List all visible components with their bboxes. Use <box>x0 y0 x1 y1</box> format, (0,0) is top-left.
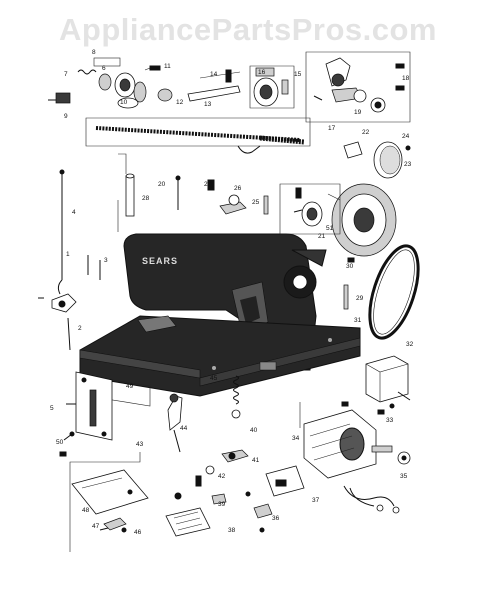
callout-6: 6 <box>102 65 106 72</box>
callout-18: 18 <box>402 75 410 82</box>
tension-assembly <box>77 57 295 109</box>
callout-31: 31 <box>354 317 362 324</box>
callout-41: 41 <box>252 457 260 464</box>
callout-46: 46 <box>134 529 142 536</box>
machine-brand-label: SEARS <box>142 256 178 266</box>
callout-30: 30 <box>346 263 354 270</box>
callout-17: 17 <box>328 125 336 132</box>
lift-parts <box>205 375 249 475</box>
callout-25: 25 <box>252 199 260 206</box>
screws <box>59 401 385 457</box>
upper-small-parts <box>118 153 302 217</box>
callout-16: 16 <box>258 69 266 76</box>
callout-28: 28 <box>142 195 150 202</box>
callout-11: 11 <box>164 63 171 70</box>
callout-37: 37 <box>312 497 320 504</box>
callout-47: 47 <box>92 523 100 530</box>
part-9 <box>48 92 71 104</box>
motor-assembly <box>245 402 411 533</box>
face-plate-49 <box>63 371 113 441</box>
callout-5: 5 <box>50 405 54 412</box>
part-44 <box>167 393 183 453</box>
callout-26: 26 <box>234 185 242 192</box>
callout-39: 39 <box>218 501 226 508</box>
callout-1: 1 <box>66 251 70 258</box>
callout-35: 35 <box>400 473 408 480</box>
callout-14: 14 <box>210 71 218 78</box>
callout-36: 36 <box>272 515 280 522</box>
callout-43: 43 <box>136 441 144 448</box>
bobbin-winder-17 <box>305 51 411 123</box>
callout-23: 23 <box>404 161 412 168</box>
callout-45: 45 <box>210 375 218 382</box>
main-shaft <box>85 117 311 154</box>
machine-bed <box>79 315 361 407</box>
callout-numbers: 1 2 3 4 5 6 7 8 9 10 11 12 13 14 15 16 1… <box>50 49 414 536</box>
callout-44: 44 <box>180 425 188 432</box>
callout-49: 49 <box>126 383 134 390</box>
callout-38: 38 <box>228 527 236 534</box>
callout-48: 48 <box>82 507 90 514</box>
callout-7: 7 <box>64 71 68 78</box>
callout-19: 19 <box>354 109 362 116</box>
callout-2: 2 <box>78 325 82 332</box>
callout-24: 24 <box>402 133 410 140</box>
part-43-plate <box>69 452 149 552</box>
callout-8: 8 <box>92 49 96 56</box>
callout-34: 34 <box>292 435 300 442</box>
callout-40: 40 <box>250 427 258 434</box>
feed-parts <box>165 475 227 537</box>
callout-4: 4 <box>72 209 76 216</box>
callout-50: 50 <box>56 439 64 446</box>
callout-12: 12 <box>176 99 184 106</box>
callout-22: 22 <box>362 129 370 136</box>
callout-9: 9 <box>64 113 68 120</box>
part-32 <box>365 355 411 409</box>
callout-3: 3 <box>104 257 108 264</box>
callout-33: 33 <box>386 417 394 424</box>
callout-13: 13 <box>204 101 212 108</box>
handwheel-assembly <box>279 141 420 340</box>
callout-42: 42 <box>218 473 226 480</box>
callout-10: 10 <box>120 99 128 106</box>
callout-29: 29 <box>356 295 364 302</box>
callout-20: 20 <box>158 181 166 188</box>
callout-51: 51 <box>326 225 334 232</box>
callout-27: 27 <box>204 181 212 188</box>
callout-21: 21 <box>318 233 326 240</box>
needle-bar-parts <box>38 169 119 351</box>
callout-32: 32 <box>406 341 414 348</box>
callout-15: 15 <box>294 71 302 78</box>
